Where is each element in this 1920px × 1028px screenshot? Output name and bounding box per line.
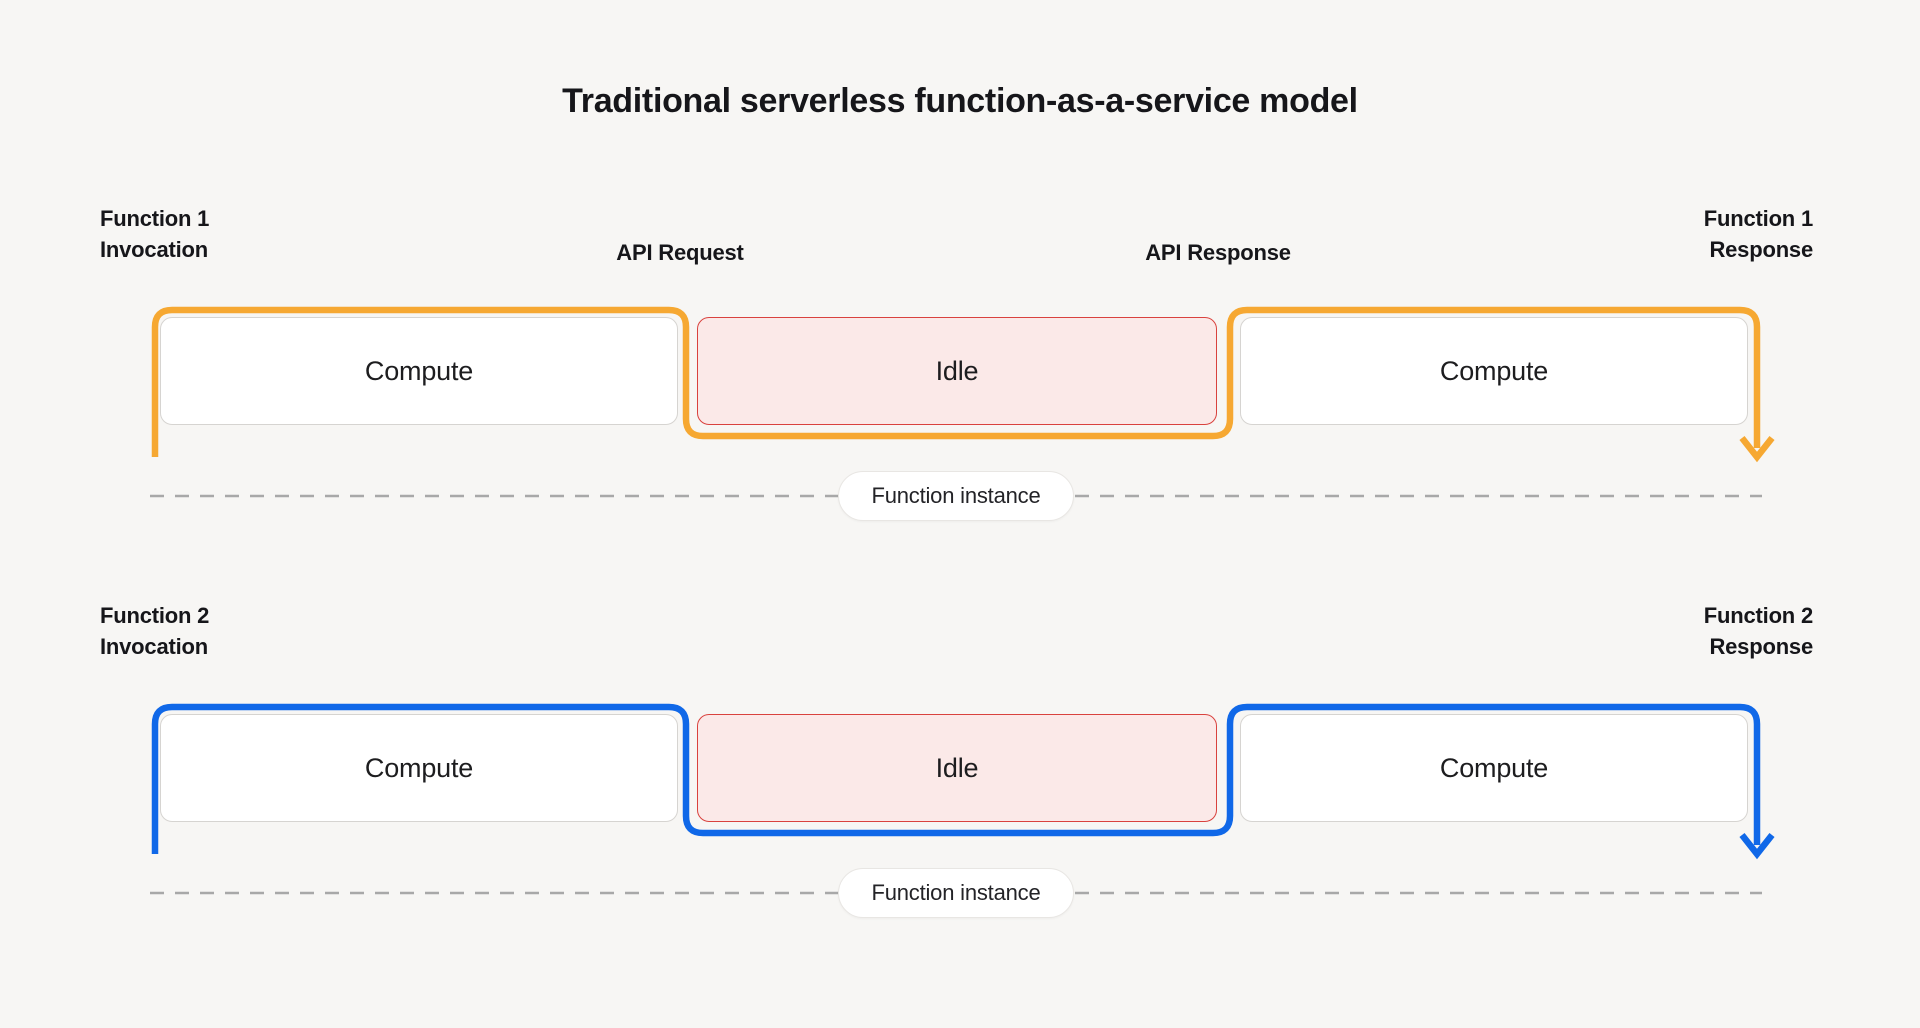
box-label: Compute <box>364 355 474 386</box>
label-line: Response <box>1709 237 1813 262</box>
function2-compute-box-2: Compute <box>1240 714 1748 822</box>
function1-invocation-label: Function 1 Invocation <box>100 203 209 265</box>
function2-response-label: Function 2 Response <box>1704 600 1813 662</box>
function1-arrowhead-icon <box>1739 435 1775 463</box>
label-line: Function 1 <box>100 206 210 231</box>
api-request-label: API Request <box>616 240 744 265</box>
function2-idle-box: Idle <box>697 714 1217 822</box>
function1-compute-box-1: Compute <box>160 317 678 425</box>
function1-instance-badge: Function instance <box>838 471 1074 521</box>
label-line: Response <box>1709 634 1813 659</box>
function1-idle-box: Idle <box>697 317 1217 425</box>
function2-compute-box-1: Compute <box>160 714 678 822</box>
box-label: Compute <box>1439 355 1549 386</box>
label-line: Invocation <box>100 237 209 262</box>
box-label: Compute <box>364 752 474 783</box>
box-label: Idle <box>935 355 979 386</box>
function2-instance-badge: Function instance <box>838 868 1074 918</box>
label-line: Invocation <box>100 634 209 659</box>
api-response-label: API Response <box>1145 240 1291 265</box>
label-line: Function 2 <box>1703 603 1813 628</box>
box-label: Compute <box>1439 752 1549 783</box>
function2-invocation-label: Function 2 Invocation <box>100 600 209 662</box>
function1-compute-box-2: Compute <box>1240 317 1748 425</box>
function2-flow-path <box>151 703 1761 854</box>
label-line: Function 2 <box>100 603 210 628</box>
function1-response-label: Function 1 Response <box>1704 203 1813 265</box>
label-line: Function 1 <box>1703 206 1813 231</box>
function2-arrowhead-icon <box>1739 832 1775 860</box>
box-label: Idle <box>935 752 979 783</box>
diagram-title: Traditional serverless function-as-a-ser… <box>562 82 1358 120</box>
function1-flow-path <box>151 306 1761 457</box>
